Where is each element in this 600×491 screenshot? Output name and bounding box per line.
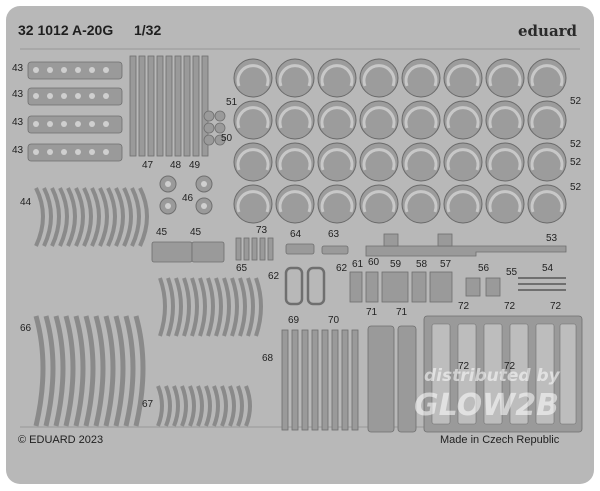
- label-54: 54: [542, 263, 554, 274]
- label-43-a: 43: [12, 63, 24, 74]
- label-60: 60: [368, 257, 380, 268]
- distributor-watermark-line1: distributed by: [424, 366, 560, 386]
- part-69-70: [281, 329, 359, 431]
- brand-logo: eduard: [518, 22, 578, 40]
- label-72-d: 72: [458, 361, 470, 372]
- label-43-b: 43: [12, 89, 24, 100]
- label-51: 51: [226, 97, 238, 108]
- label-71-a: 71: [366, 307, 378, 318]
- part-66-strips: [33, 315, 146, 427]
- part-65-73: [235, 237, 274, 261]
- label-61: 61: [352, 259, 364, 270]
- photo-etch-fret: 32 1012 A-20G 1/32 eduard 43 43 43 43 44…: [6, 6, 594, 484]
- label-70: 70: [328, 315, 340, 326]
- label-67: 67: [142, 399, 154, 410]
- label-53: 53: [546, 233, 558, 244]
- part-44-strips: [34, 187, 149, 247]
- label-62-b: 62: [336, 263, 348, 274]
- label-46: 46: [182, 193, 194, 204]
- label-45-b: 45: [190, 227, 202, 238]
- label-66: 66: [20, 323, 32, 334]
- part-63-64: [285, 243, 349, 255]
- label-44: 44: [20, 197, 32, 208]
- part-46-wheels: [159, 175, 213, 215]
- label-58: 58: [416, 259, 428, 270]
- label-45-a: 45: [156, 227, 168, 238]
- label-50: 50: [221, 133, 233, 144]
- label-55: 55: [506, 267, 518, 278]
- label-62-a: 62: [268, 271, 280, 282]
- label-48: 48: [170, 160, 182, 171]
- label-72-b: 72: [504, 301, 516, 312]
- label-72-c: 72: [550, 301, 562, 312]
- distributor-watermark-line2: GLOW2B: [414, 388, 560, 423]
- label-52-d: 52: [570, 182, 582, 193]
- label-65: 65: [236, 263, 248, 274]
- label-52-b: 52: [570, 139, 582, 150]
- label-72-e: 72: [504, 361, 516, 372]
- copyright-text: © EDUARD 2023: [18, 434, 104, 446]
- label-43-d: 43: [12, 145, 24, 156]
- part-62-clips: [284, 266, 326, 306]
- label-47: 47: [142, 160, 154, 171]
- label-63: 63: [328, 229, 340, 240]
- part-47-49-ribs: [129, 55, 209, 157]
- label-57: 57: [440, 259, 452, 270]
- label-56: 56: [478, 263, 490, 274]
- label-43-c: 43: [12, 117, 24, 128]
- fret-title: 32 1012 A-20G: [18, 22, 114, 38]
- part-43-strips: [27, 61, 123, 162]
- part-67-strips: [156, 385, 252, 427]
- part-50: [203, 110, 226, 146]
- part-45: [151, 241, 225, 263]
- part-54: [518, 277, 566, 291]
- label-59: 59: [390, 259, 402, 270]
- part-57-61-panels: [349, 271, 501, 303]
- label-52-a: 52: [570, 96, 582, 107]
- label-68: 68: [262, 353, 274, 364]
- origin-text: Made in Czech Republic: [440, 434, 560, 446]
- label-73: 73: [256, 225, 268, 236]
- fret-scale: 1/32: [134, 22, 162, 38]
- label-52-c: 52: [570, 157, 582, 168]
- label-64: 64: [290, 229, 302, 240]
- label-69: 69: [288, 315, 300, 326]
- part-68-strips: [158, 277, 263, 337]
- part-53: [365, 233, 567, 257]
- label-71-b: 71: [396, 307, 408, 318]
- label-49: 49: [189, 160, 201, 171]
- fret-artwork: [20, 48, 583, 433]
- label-72-a: 72: [458, 301, 470, 312]
